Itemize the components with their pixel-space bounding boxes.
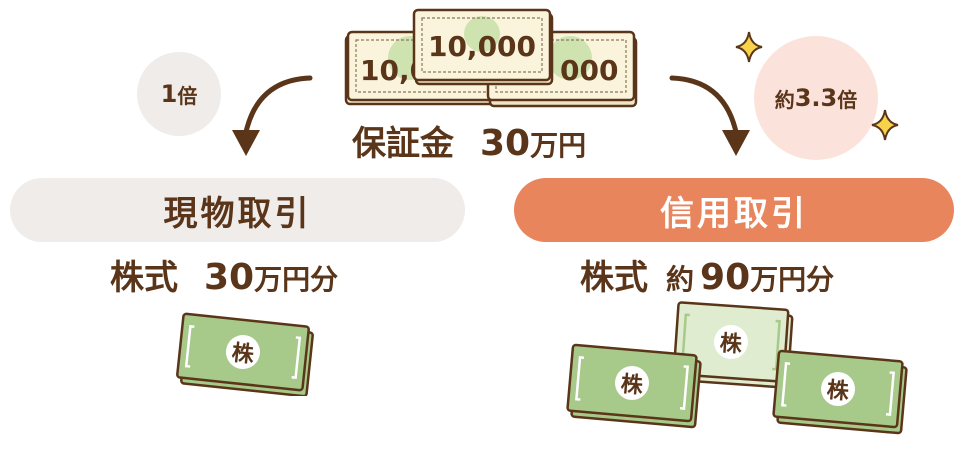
left-stock-value: 30 (204, 257, 255, 298)
right-ratio-number: 3.3 (794, 84, 838, 112)
deposit-title: 保証金 (352, 124, 454, 164)
sparkle-icon (735, 31, 763, 63)
stock-certificate-right-left: 株 (566, 343, 702, 429)
stock-char: 株 (620, 372, 645, 399)
banknote-stack-illustration: 10,0 000 10,000 (344, 8, 638, 108)
margin-trading-label: 信用取引 (514, 178, 954, 242)
deposit-unit: 万円 (530, 129, 587, 162)
banknote-right-value: 000 (560, 54, 618, 87)
arrow-left-icon (232, 75, 313, 156)
right-stock-label: 株式 (580, 258, 648, 298)
deposit-amount: 30 (480, 123, 531, 164)
right-ratio-unit: 倍 (837, 87, 858, 112)
stock-certificate-right-right: 株 (772, 349, 908, 435)
stock-certificate-right-back: 株 (672, 301, 794, 389)
stock-certificate-left: 株 (176, 312, 314, 396)
right-ratio-prefix: 約 (774, 87, 795, 112)
right-stock-unit: 万円分 (750, 263, 835, 296)
deposit-label: 保証金 30万円 (352, 116, 586, 165)
stock-char: 株 (719, 331, 744, 358)
left-stock-unit: 万円分 (254, 263, 339, 296)
left-stock-amount: 株式 30万円分 (110, 250, 338, 299)
margin-trading-title: 信用取引 (660, 193, 808, 234)
banknote-center: 10,000 (412, 8, 554, 86)
left-ratio-number: 1 (160, 80, 178, 108)
stock-char: 株 (826, 378, 851, 405)
right-stock-approx: 約 (666, 263, 695, 296)
spot-trading-label: 現物取引 (10, 178, 465, 242)
left-ratio-unit: 倍 (177, 83, 198, 108)
arrow-right-icon (669, 75, 750, 156)
stock-char: 株 (230, 341, 255, 368)
banknote-center-value: 10,000 (428, 30, 536, 63)
sparkle-icon (871, 109, 899, 141)
spot-trading-title: 現物取引 (163, 193, 312, 234)
left-stock-label: 株式 (110, 258, 178, 298)
right-stock-value: 90 (700, 257, 751, 298)
